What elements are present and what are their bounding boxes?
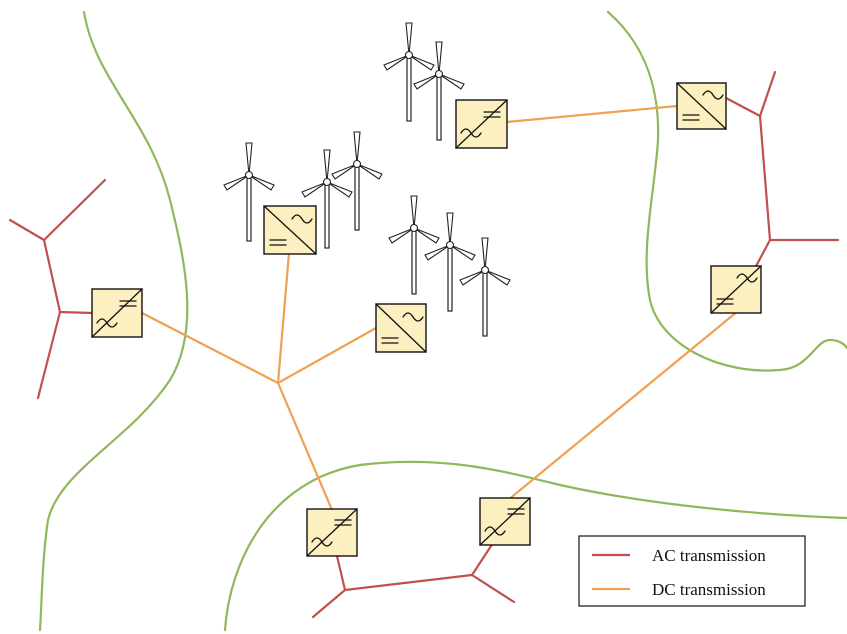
wind-turbine-icon	[223, 142, 275, 242]
ac-dc-converter-icon	[479, 497, 531, 546]
dc-transmission-lines	[140, 104, 740, 512]
dc-line-offshore-east	[505, 104, 679, 124]
dc-line-hub-down	[276, 381, 334, 512]
ac-dc-converter-icon	[263, 205, 317, 255]
ac-dc-converter-icon	[306, 508, 358, 557]
region-border-bottom	[223, 460, 847, 632]
ac-line-left	[8, 178, 107, 242]
ac-line-right-stem	[758, 114, 840, 242]
ac-line-bottom-up	[470, 538, 497, 577]
region-border-right	[606, 10, 847, 372]
legend-label-ac: AC transmission	[652, 546, 766, 565]
ac-line-left-branch	[36, 310, 62, 400]
ac-dc-converter-icon	[375, 303, 427, 353]
dc-line-diagonal	[506, 309, 740, 502]
legend: AC transmission DC transmission	[578, 535, 806, 607]
turbine-group-west	[223, 131, 383, 249]
ac-line-bottom-left	[311, 588, 347, 619]
ac-line-right-down	[753, 238, 772, 270]
dc-line-hub-right	[276, 326, 378, 385]
converter-stations	[91, 82, 762, 557]
ac-line-bottom	[335, 554, 516, 604]
ac-dc-converter-icon	[676, 82, 727, 130]
wind-turbine-icon	[459, 237, 511, 337]
wind-turbine-icon	[424, 212, 476, 312]
dc-line-hub-left	[140, 311, 280, 385]
legend-label-dc: DC transmission	[652, 580, 766, 599]
region-border-left	[38, 10, 189, 632]
turbine-group-top	[383, 22, 465, 141]
turbine-group-east	[388, 195, 511, 337]
ac-line-left-stem	[42, 238, 94, 315]
dc-line-hub-upper	[276, 251, 291, 385]
ac-dc-converter-icon	[91, 288, 143, 338]
wind-turbine-icon	[383, 22, 435, 122]
wind-turbine-icon	[413, 41, 465, 141]
region-borders	[38, 10, 847, 632]
ac-line-right-top	[724, 70, 777, 118]
ac-dc-converter-icon	[455, 99, 508, 149]
wind-turbine-icon	[301, 149, 353, 249]
ac-transmission-lines	[8, 70, 840, 619]
wind-turbine-icon	[388, 195, 440, 295]
legend-frame	[578, 535, 806, 607]
wind-turbine-icon	[331, 131, 383, 231]
ac-dc-converter-icon	[710, 265, 762, 314]
